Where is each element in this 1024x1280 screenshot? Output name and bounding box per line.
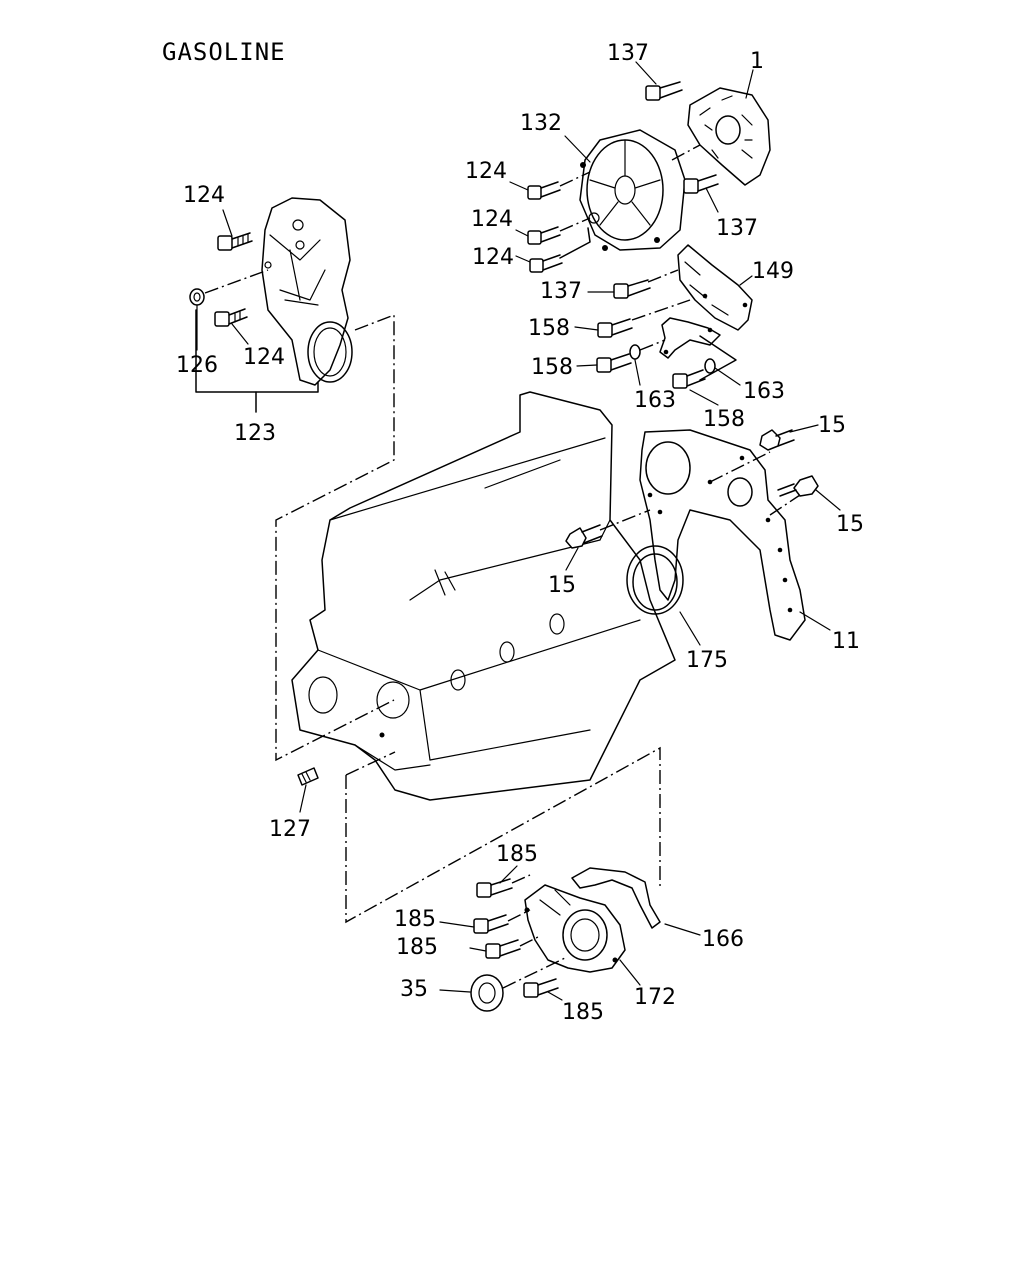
label-123: 123 [234, 421, 276, 446]
washer-126 [189, 288, 205, 306]
label-124-lower-left: 124 [243, 345, 285, 370]
front-cover-172 [524, 884, 626, 973]
bolt-158-a [597, 318, 633, 338]
label-127: 127 [269, 817, 311, 842]
label-185-a: 185 [496, 842, 538, 867]
label-15-middle: 15 [836, 512, 864, 537]
label-163-b: 163 [743, 379, 785, 404]
label-175: 175 [686, 648, 728, 673]
rear-cover-132 [579, 129, 686, 251]
gasket-166 [571, 867, 661, 929]
label-15-lower: 15 [548, 573, 576, 598]
bolt-124-lower-left [214, 308, 248, 327]
bolt-185-c [485, 939, 521, 959]
label-137-lower: 137 [540, 279, 582, 304]
label-185-c: 185 [396, 935, 438, 960]
label-126: 126 [176, 353, 218, 378]
label-166: 166 [702, 927, 744, 952]
label-158-b: 158 [531, 355, 573, 380]
bolt-158-b [596, 353, 632, 373]
bracket-149 [677, 244, 753, 331]
bolt-137-right [683, 174, 719, 194]
leader-lines [196, 61, 841, 1001]
bolt-124-a [527, 181, 561, 200]
oil-seal-35 [470, 974, 504, 1012]
label-185-d: 185 [562, 1000, 604, 1025]
label-149: 149 [752, 259, 794, 284]
label-1: 1 [750, 49, 764, 74]
label-35: 35 [400, 977, 428, 1002]
front-timing-cover [261, 197, 353, 386]
label-158-c: 158 [703, 407, 745, 432]
bolt-124-b [527, 226, 561, 245]
washer-163-a [629, 344, 641, 360]
rear-plate-1 [687, 87, 771, 186]
label-137-top: 137 [607, 41, 649, 66]
rear-oil-seal [626, 545, 684, 615]
label-172: 172 [634, 985, 676, 1010]
label-132: 132 [520, 111, 562, 136]
label-158-a: 158 [528, 316, 570, 341]
diagram-title: GASOLINE [162, 38, 286, 66]
bolt-137-lower [613, 279, 651, 299]
bolt-185-a [476, 878, 513, 898]
label-137-right: 137 [716, 216, 758, 241]
bolt-15-lower [565, 524, 603, 549]
label-15-upper: 15 [818, 413, 846, 438]
label-124-a: 124 [465, 159, 507, 184]
part-labels: 137 1 132 124 137 124 124 137 149 124 12… [176, 41, 864, 1025]
bolt-124-c [529, 254, 563, 273]
label-124-upper-left: 124 [183, 183, 225, 208]
label-11: 11 [832, 629, 860, 654]
bolt-158-c [672, 369, 706, 389]
bolt-185-d [523, 978, 559, 998]
bracket-163 [659, 317, 721, 359]
engine-block [291, 391, 676, 801]
label-124-c: 124 [472, 245, 514, 270]
label-185-b: 185 [394, 907, 436, 932]
label-124-b: 124 [471, 207, 513, 232]
bolt-185-b [473, 914, 509, 934]
rear-plate [639, 429, 806, 641]
bolt-137-top [645, 81, 683, 101]
washer-163-b [704, 358, 716, 374]
stud-127 [297, 767, 319, 786]
bolt-15-upper [759, 429, 795, 451]
bolt-124-upper-left [217, 232, 253, 251]
bolt-15-middle [777, 475, 819, 497]
label-163-a: 163 [634, 388, 676, 413]
